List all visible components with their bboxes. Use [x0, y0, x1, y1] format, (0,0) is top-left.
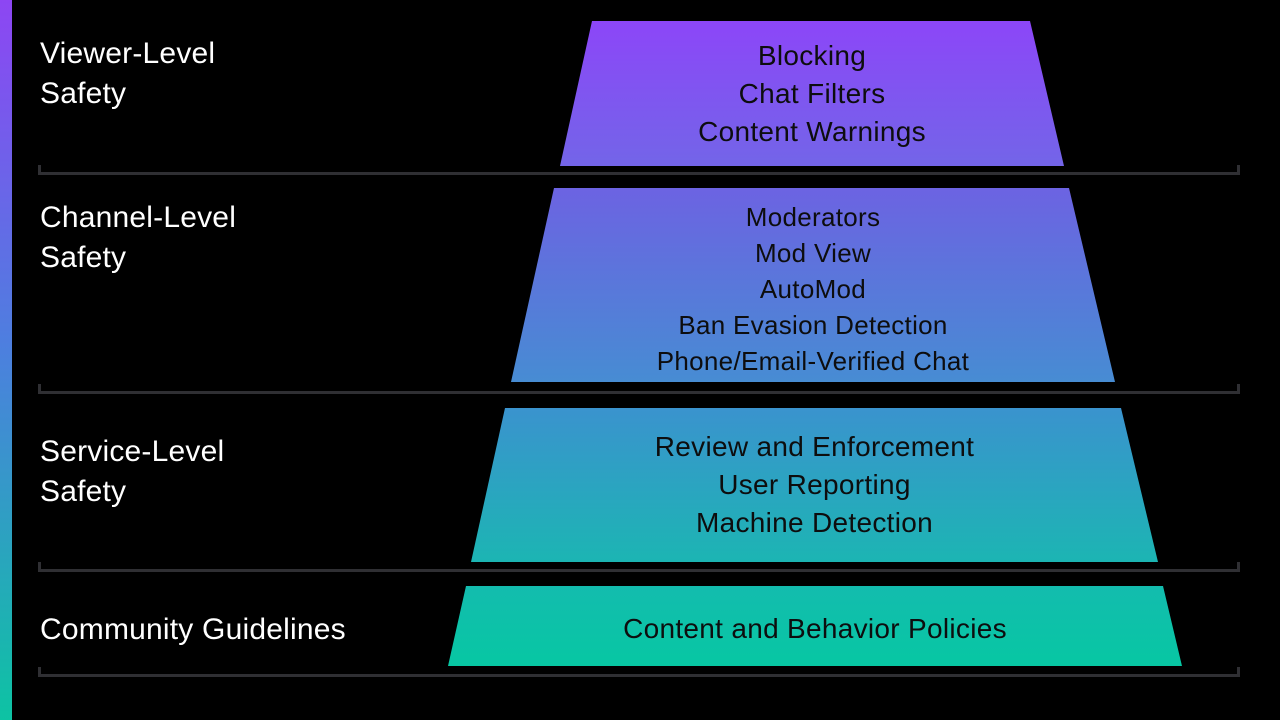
tier-divider: [38, 165, 1240, 175]
tier-trapezoid-community-guidelines: Content and Behavior Policies: [448, 586, 1182, 666]
tier-divider: [38, 562, 1240, 572]
tier-label-line: Channel-Level: [40, 201, 237, 234]
tier-item: Phone/Email-Verified Chat: [656, 346, 970, 376]
tier-item: Content Warnings: [698, 115, 926, 147]
tier-item: Mod View: [754, 238, 872, 268]
tier-label-line: Viewer-Level: [40, 37, 216, 70]
tier-item: Machine Detection: [695, 507, 933, 538]
tier-item: Review and Enforcement: [654, 431, 975, 462]
tier-item: Blocking: [757, 39, 867, 71]
tier-divider: [38, 667, 1240, 677]
tier-item: Chat Filters: [738, 77, 886, 109]
tier-label-line: Safety: [40, 241, 127, 274]
edge-gradient-bar: [0, 0, 12, 720]
tier-item: User Reporting: [718, 469, 911, 500]
tier-label-line: Service-Level: [40, 435, 225, 468]
tier-label-line: Safety: [40, 475, 127, 508]
tier-label-line: Safety: [40, 77, 127, 110]
tier-item: Content and Behavior Policies: [623, 613, 1007, 644]
tier-label-community-guidelines: Community Guidelines: [40, 610, 346, 650]
tier-divider: [38, 384, 1240, 394]
tier-item: Ban Evasion Detection: [678, 310, 948, 340]
tier-item: Moderators: [745, 202, 881, 232]
tier-item: AutoMod: [759, 274, 867, 304]
tier-label-line: Community Guidelines: [40, 613, 346, 646]
tier-items-community-guidelines: Content and Behavior Policies: [448, 604, 1182, 648]
